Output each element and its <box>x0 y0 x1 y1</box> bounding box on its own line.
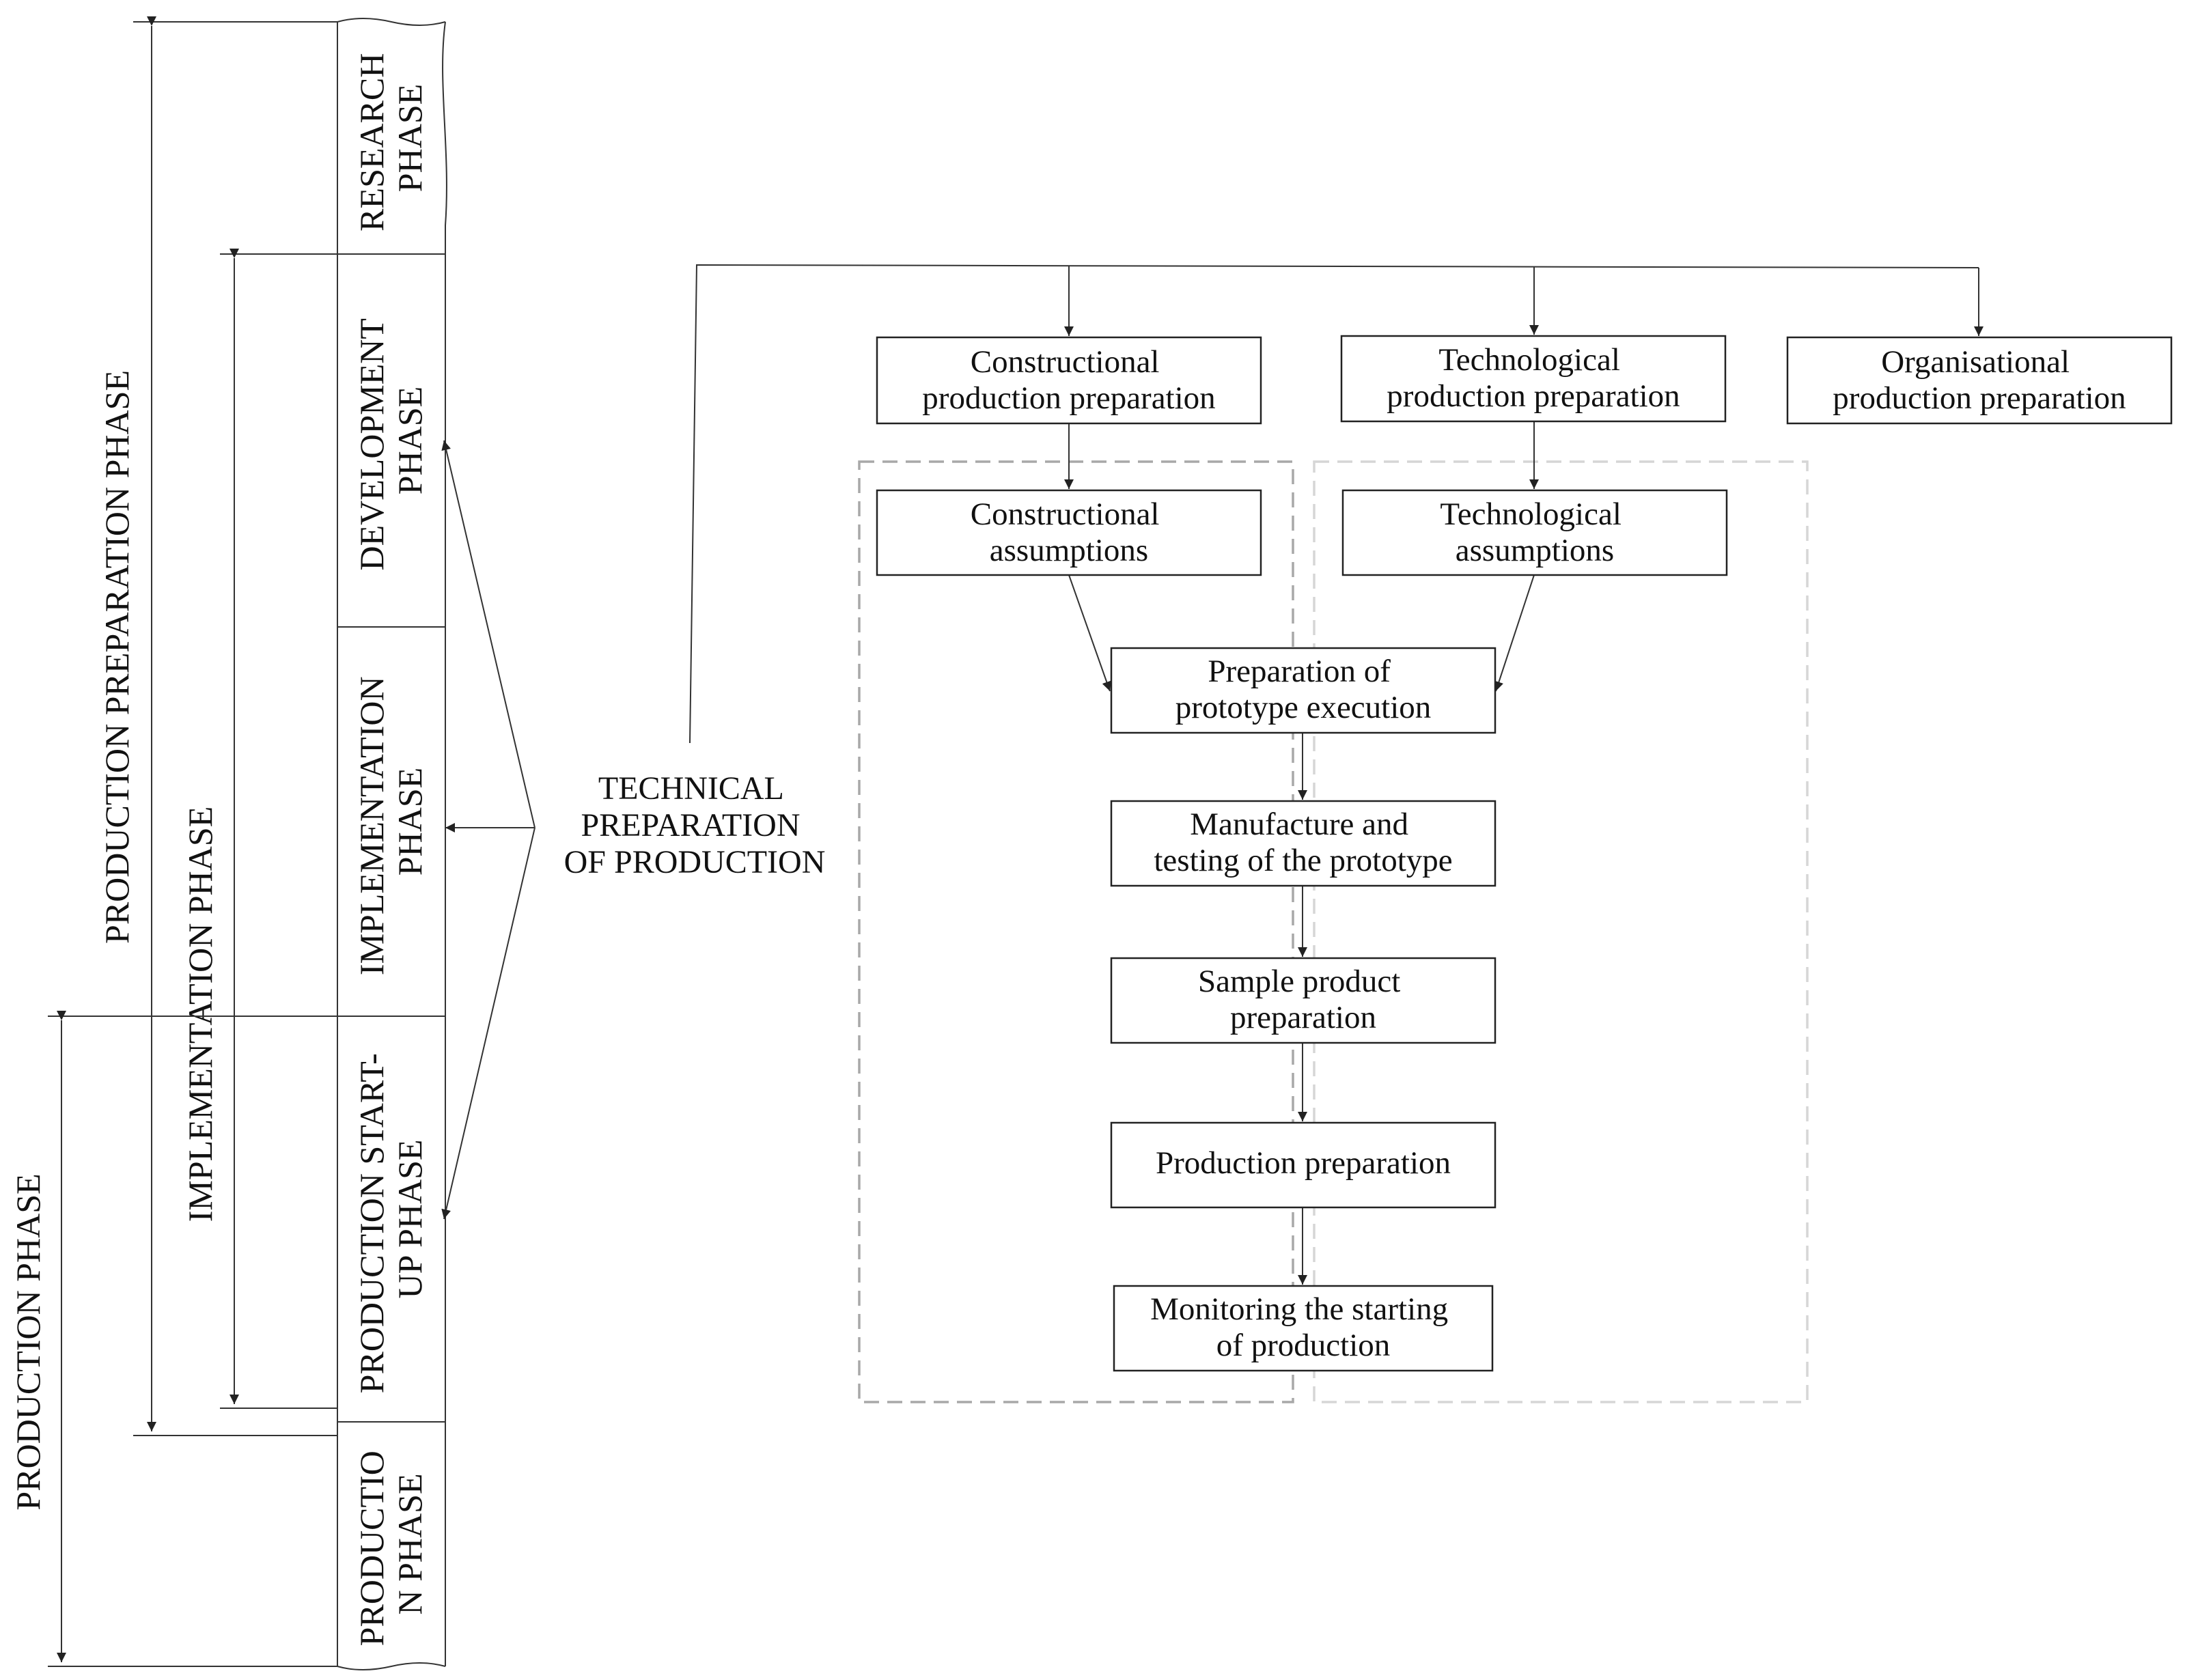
technological-assumptions-box: Technological assumptions <box>1341 489 1728 576</box>
technological-dashed-group <box>1313 460 1809 1403</box>
span-production: PRODUCTION PHASE <box>9 1011 337 1667</box>
research-phase-label: RESEARCH PHASE <box>352 44 429 232</box>
monitoring-label: Monitoring the starting of production <box>1150 1291 1456 1363</box>
technological-prep-label: Technological production preparation <box>1387 342 1680 414</box>
constructional-assumptions-box: Constructional assumptions <box>876 489 1262 576</box>
startup-phase-cell: PRODUCTION START- UP PHASE <box>352 1045 429 1394</box>
constructional-assumptions-frame <box>876 489 1262 576</box>
production-preparation-frame <box>1110 1121 1497 1209</box>
span-production-preparation: PRODUCTION PREPARATION PHASE <box>98 16 337 1436</box>
manufacture-testing-frame <box>1110 800 1497 887</box>
constructional-assumptions-label: Constructional assumptions <box>971 496 1168 568</box>
arrow-to-startup <box>441 827 535 1220</box>
sample-product-label: Sample product preparation <box>1198 964 1408 1035</box>
production-preparation-box: Production preparation <box>1110 1121 1497 1209</box>
prototype-execution-label: Preparation of prototype execution <box>1175 654 1432 725</box>
constructional-dashed-group <box>858 460 1294 1403</box>
startup-phase-label: PRODUCTION START- UP PHASE <box>352 1045 429 1394</box>
manufacture-testing-box: Manufacture and testing of the prototype <box>1110 800 1497 887</box>
technical-preparation-group: TECHNICAL PREPARATION OF PRODUCTION <box>441 440 826 1220</box>
phase-column-top-cap <box>337 18 446 26</box>
phase-column: RESEARCH PHASE DEVELOPMENT PHASE IMPLEME… <box>337 18 447 1670</box>
span-implementation: IMPLEMENTATION PHASE <box>181 249 337 1409</box>
implementation-phase-label: IMPLEMENTATION PHASE <box>352 668 429 975</box>
technological-production-preparation-box: Technological production preparation <box>1340 335 1727 423</box>
flow-arrows <box>1064 421 1539 1285</box>
production-phase-cell-label: PRODUCTIO N PHASE <box>352 1442 429 1647</box>
arrow-to-development <box>441 440 535 828</box>
production-phase-span-label: PRODUCTION PHASE <box>9 1173 47 1510</box>
production-preparation-phase-label: PRODUCTION PREPARATION PHASE <box>98 370 136 944</box>
technical-preparation-label: TECHNICAL PREPARATION OF PRODUCTION <box>564 770 826 880</box>
monitoring-box: Monitoring the starting of production <box>1113 1285 1494 1372</box>
phase-column-right-border <box>442 21 447 1666</box>
monitoring-frame <box>1113 1285 1494 1372</box>
technological-assumptions-label: Technological assumptions <box>1440 496 1629 568</box>
manufacture-testing-label: Manufacture and testing of the prototype <box>1154 807 1452 878</box>
implementation-phase-cell: IMPLEMENTATION PHASE <box>352 668 429 975</box>
tree-connector <box>689 264 1984 744</box>
research-phase-cell: RESEARCH PHASE <box>352 44 429 232</box>
constructional-prep-label: Constructional production preparation <box>922 344 1215 416</box>
organisational-prep-label: Organisational production preparation <box>1833 344 2126 416</box>
development-phase-label: DEVELOPMENT PHASE <box>352 310 429 570</box>
constructional-prep-frame <box>876 336 1262 425</box>
technological-prep-frame <box>1340 335 1727 423</box>
prototype-execution-frame <box>1110 647 1497 734</box>
organisational-production-preparation-box: Organisational production preparation <box>1786 336 2173 425</box>
tree-trunk-line <box>689 264 1979 744</box>
production-phase-cell: PRODUCTIO N PHASE <box>352 1442 429 1647</box>
arrow-tech-assumptions-to-prototype <box>1494 574 1535 692</box>
organisational-prep-frame <box>1786 336 2173 425</box>
phase-column-bottom-cap <box>337 1662 446 1670</box>
constructional-production-preparation-box: Constructional production preparation <box>876 336 1262 425</box>
production-preparation-label: Production preparation <box>1156 1145 1451 1181</box>
arrow-constr-assumptions-to-prototype <box>1068 574 1111 692</box>
development-phase-cell: DEVELOPMENT PHASE <box>352 310 429 571</box>
technological-assumptions-frame <box>1341 489 1728 576</box>
implementation-phase-span-label: IMPLEMENTATION PHASE <box>181 807 219 1222</box>
sample-product-frame <box>1110 957 1497 1044</box>
prototype-execution-box: Preparation of prototype execution <box>1110 647 1497 734</box>
sample-product-box: Sample product preparation <box>1110 957 1497 1044</box>
